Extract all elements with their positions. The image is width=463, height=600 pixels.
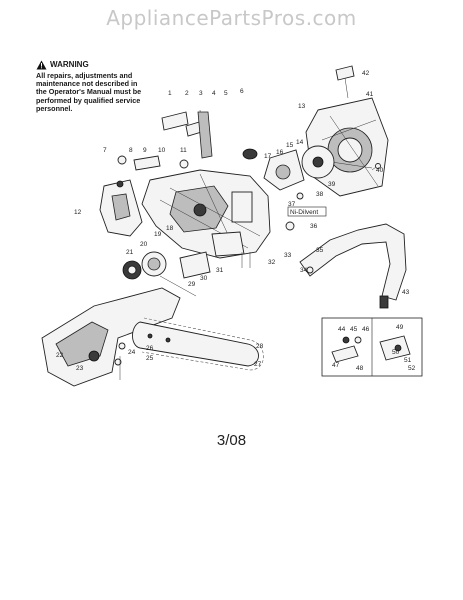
callout-31: 31 xyxy=(216,267,224,274)
callout-40: 40 xyxy=(376,167,384,174)
callout-47: 47 xyxy=(332,362,340,369)
warning-text: All repairs, adjustments and maintenance… xyxy=(36,71,142,113)
callout-41: 41 xyxy=(366,91,374,98)
callout-30: 30 xyxy=(200,275,208,282)
callout-15: 15 xyxy=(286,142,294,149)
top-small-parts xyxy=(117,109,258,171)
callout-21: 21 xyxy=(126,249,134,256)
callout-27: 27 xyxy=(254,361,262,368)
callout-18: 18 xyxy=(166,225,174,232)
callout-51: 51 xyxy=(404,357,412,364)
callout-5: 5 xyxy=(224,90,228,97)
inset-box xyxy=(321,317,423,377)
callout-46: 46 xyxy=(362,326,370,333)
clutch-sprocket-group xyxy=(122,251,211,297)
label-tag: Ni-Dilvent xyxy=(287,206,327,217)
misc-screws xyxy=(241,163,381,268)
date-code: 3/08 xyxy=(216,432,247,449)
callout-22: 22 xyxy=(56,352,64,359)
warning-header: WARNING xyxy=(36,60,148,70)
callout-33: 33 xyxy=(284,252,292,259)
callout-17: 17 xyxy=(264,153,272,160)
engine-crankcase xyxy=(141,169,271,259)
callout-25: 25 xyxy=(146,355,154,362)
callout-44: 44 xyxy=(338,326,346,333)
guide-bar-chain xyxy=(132,317,264,371)
callout-43: 43 xyxy=(402,289,410,296)
front-handle xyxy=(299,223,407,309)
callout-36: 36 xyxy=(310,223,318,230)
callout-6: 6 xyxy=(240,88,244,95)
callout-45: 45 xyxy=(350,326,358,333)
callout-29: 29 xyxy=(188,281,196,288)
callout-32: 32 xyxy=(268,259,276,266)
label-tag-text: Ni-Dilvent xyxy=(290,209,318,216)
callout-28: 28 xyxy=(256,343,264,350)
throttle-handle xyxy=(99,179,143,237)
callout-26: 26 xyxy=(146,345,154,352)
callout-50: 50 xyxy=(392,349,400,356)
callout-10: 10 xyxy=(158,147,166,154)
callout-48: 48 xyxy=(356,365,364,372)
callout-8: 8 xyxy=(129,147,133,154)
flywheel-group xyxy=(263,145,335,200)
callout-49: 49 xyxy=(396,324,404,331)
callout-16: 16 xyxy=(276,149,284,156)
callout-numbers: 1 2 3 4 5 6 7 8 9 10 11 12 13 14 15 16 1… xyxy=(56,70,416,372)
callout-42: 42 xyxy=(362,70,370,77)
callout-39: 39 xyxy=(328,181,336,188)
callout-34: 34 xyxy=(300,267,308,274)
watermark: AppliancePartsPros.com xyxy=(106,6,357,30)
callout-2: 2 xyxy=(185,90,189,97)
callout-35: 35 xyxy=(316,247,324,254)
callout-13: 13 xyxy=(298,103,306,110)
callout-52: 52 xyxy=(408,365,416,372)
callout-24: 24 xyxy=(128,349,136,356)
callout-9: 9 xyxy=(143,147,147,154)
callout-11: 11 xyxy=(180,147,187,154)
callout-37: 37 xyxy=(288,201,296,208)
callout-1: 1 xyxy=(168,90,172,97)
callout-38: 38 xyxy=(316,191,324,198)
callout-14: 14 xyxy=(296,139,304,146)
callout-4: 4 xyxy=(212,90,216,97)
warning-title: WARNING xyxy=(50,59,89,69)
callout-19: 19 xyxy=(154,231,162,238)
callout-12: 12 xyxy=(74,209,82,216)
warning-box: WARNING All repairs, adjustments and mai… xyxy=(36,60,148,113)
callout-20: 20 xyxy=(140,241,148,248)
callout-7: 7 xyxy=(103,147,107,154)
callout-23: 23 xyxy=(76,365,84,372)
callout-3: 3 xyxy=(199,90,203,97)
warning-triangle-icon xyxy=(36,60,47,70)
